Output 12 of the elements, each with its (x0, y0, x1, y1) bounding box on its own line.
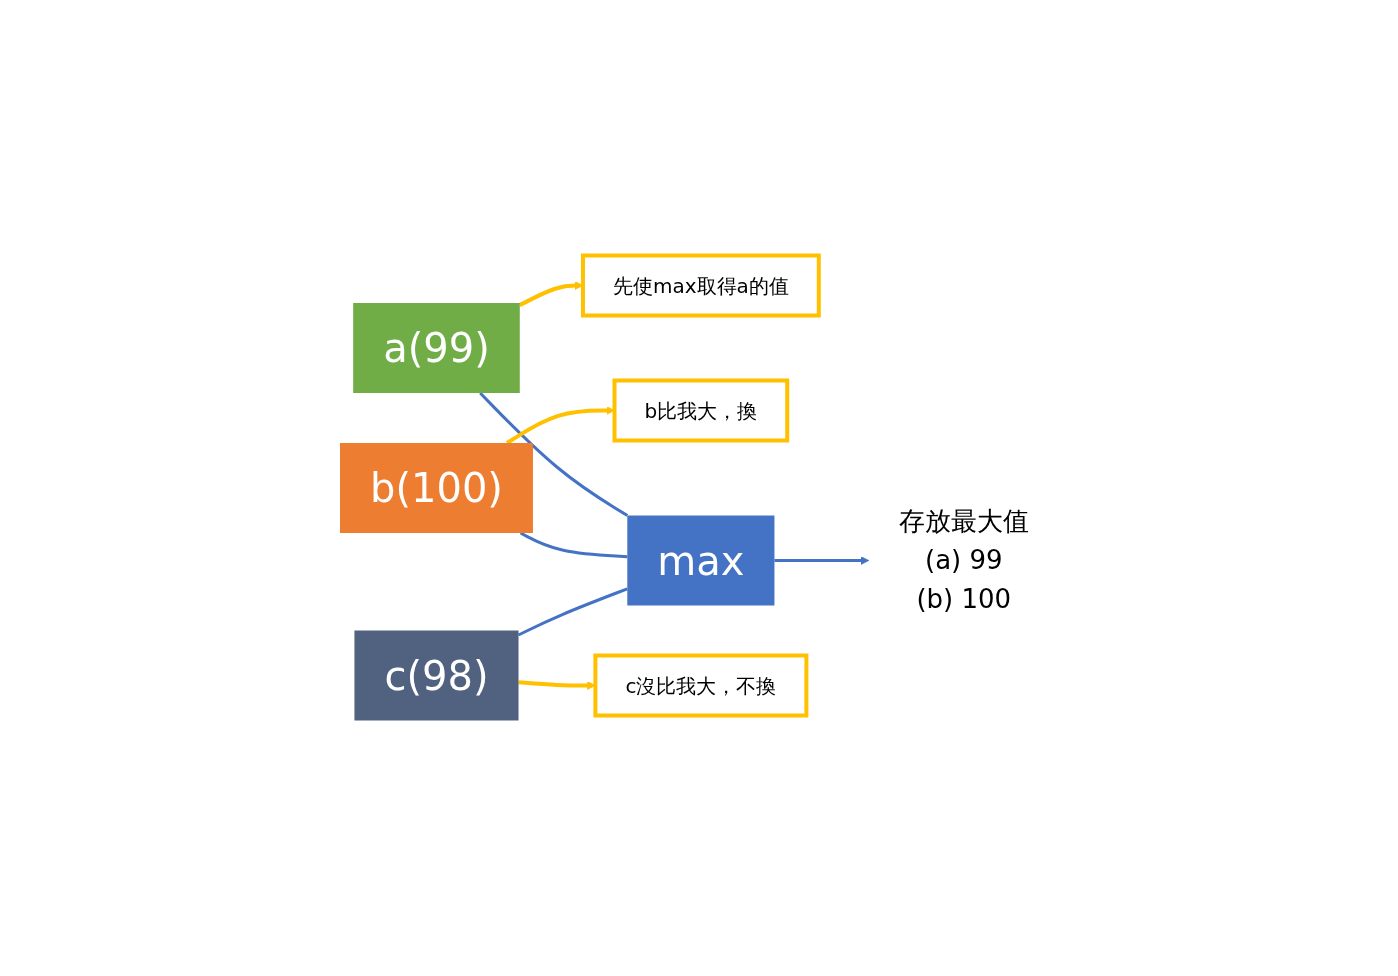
node-box (612, 378, 789, 443)
node-box (352, 303, 520, 393)
node-box (626, 515, 775, 606)
node-box (592, 653, 808, 718)
connector (519, 531, 627, 559)
connector (478, 391, 628, 517)
node-box (580, 253, 821, 318)
connector (517, 587, 628, 637)
node-text: 存放最大值 (a) 99 (b) 100 (898, 506, 1029, 614)
node-box (339, 443, 533, 533)
arrow (774, 556, 869, 565)
node-box (354, 630, 519, 721)
